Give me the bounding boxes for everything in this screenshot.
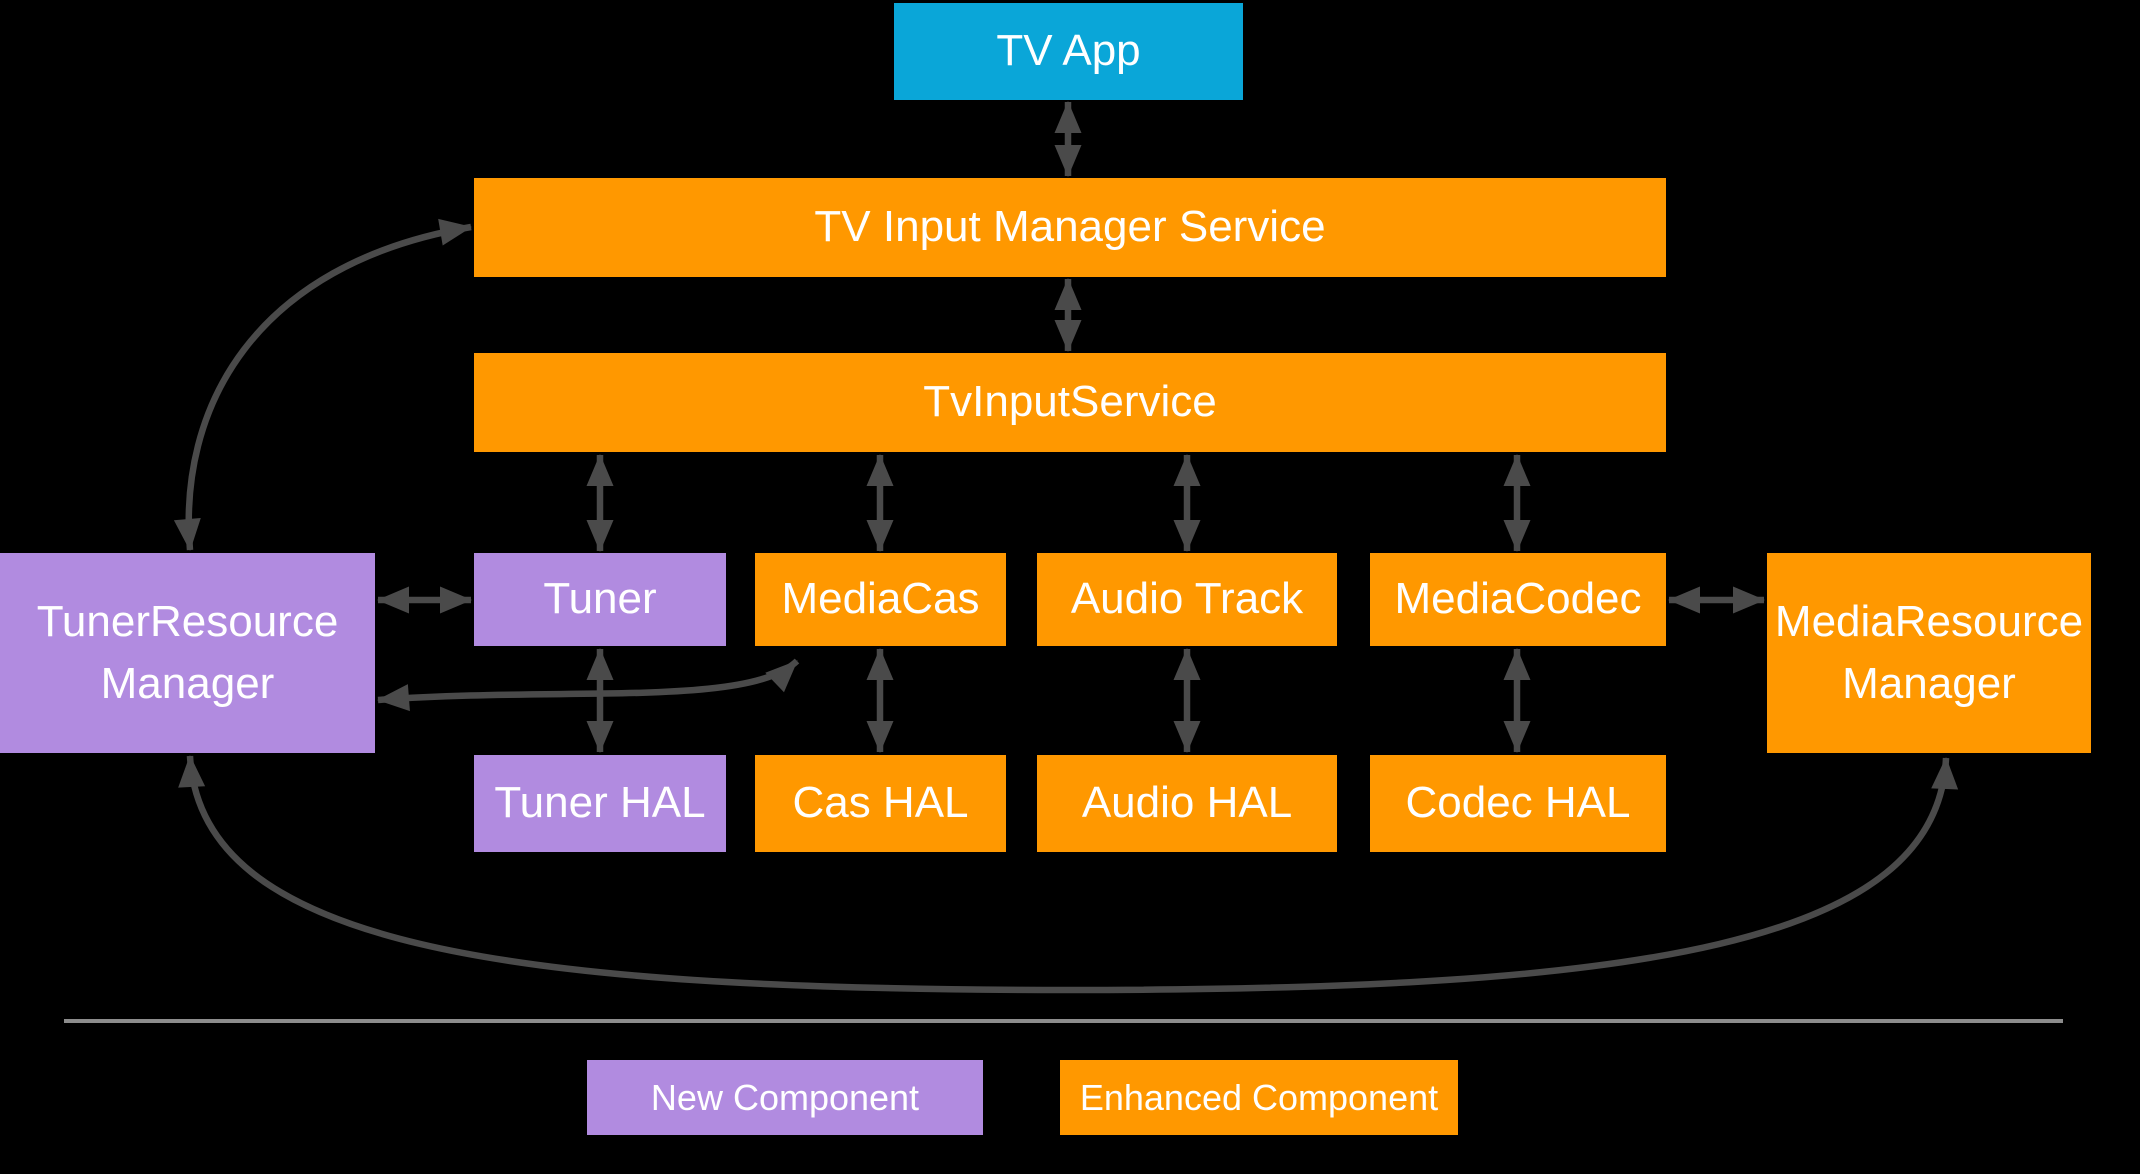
- node-tv-input-service: TvInputService: [474, 353, 1666, 452]
- node-tuner-hal: Tuner HAL: [474, 755, 726, 852]
- edge-trm-tvims-curve: [173, 218, 472, 551]
- node-media-resource-manager-label: MediaResource Manager: [1774, 596, 2084, 708]
- node-mediacodec: MediaCodec: [1370, 553, 1666, 646]
- node-cas-hal-label: Cas HAL: [792, 778, 969, 828]
- node-tv-input-manager-service: TV Input Manager Service: [474, 178, 1666, 277]
- node-codec-hal-label: Codec HAL: [1405, 778, 1631, 828]
- node-tuner-hal-label: Tuner HAL: [494, 778, 706, 828]
- node-media-resource-manager: MediaResource Manager: [1767, 553, 2091, 753]
- node-tuner-resource-manager-label: TunerResource Manager: [36, 596, 339, 708]
- node-cas-hal: Cas HAL: [755, 755, 1006, 852]
- node-tuner-resource-manager: TunerResource Manager: [0, 553, 375, 753]
- node-tv-input-service-label: TvInputService: [923, 377, 1217, 427]
- node-tuner-label: Tuner: [543, 574, 657, 624]
- edge-trm-mediacas-curve: [377, 658, 800, 712]
- legend-new-component: New Component: [587, 1060, 983, 1135]
- legend-enhanced-component: Enhanced Component: [1060, 1060, 1458, 1135]
- node-mediacas: MediaCas: [755, 553, 1006, 646]
- legend-enhanced-component-label: Enhanced Component: [1079, 1076, 1439, 1118]
- node-mediacas-label: MediaCas: [781, 574, 980, 624]
- node-tv-app: TV App: [894, 3, 1243, 100]
- node-tv-input-manager-service-label: TV Input Manager Service: [814, 202, 1326, 252]
- legend-new-component-label: New Component: [650, 1076, 920, 1118]
- node-codec-hal: Codec HAL: [1370, 755, 1666, 852]
- node-audio-track-label: Audio Track: [1070, 574, 1304, 624]
- node-audio-track: Audio Track: [1037, 553, 1337, 646]
- node-audio-hal-label: Audio HAL: [1081, 778, 1293, 828]
- node-audio-hal: Audio HAL: [1037, 755, 1337, 852]
- node-mediacodec-label: MediaCodec: [1394, 574, 1642, 624]
- node-tuner: Tuner: [474, 553, 726, 646]
- node-tv-app-label: TV App: [996, 26, 1141, 76]
